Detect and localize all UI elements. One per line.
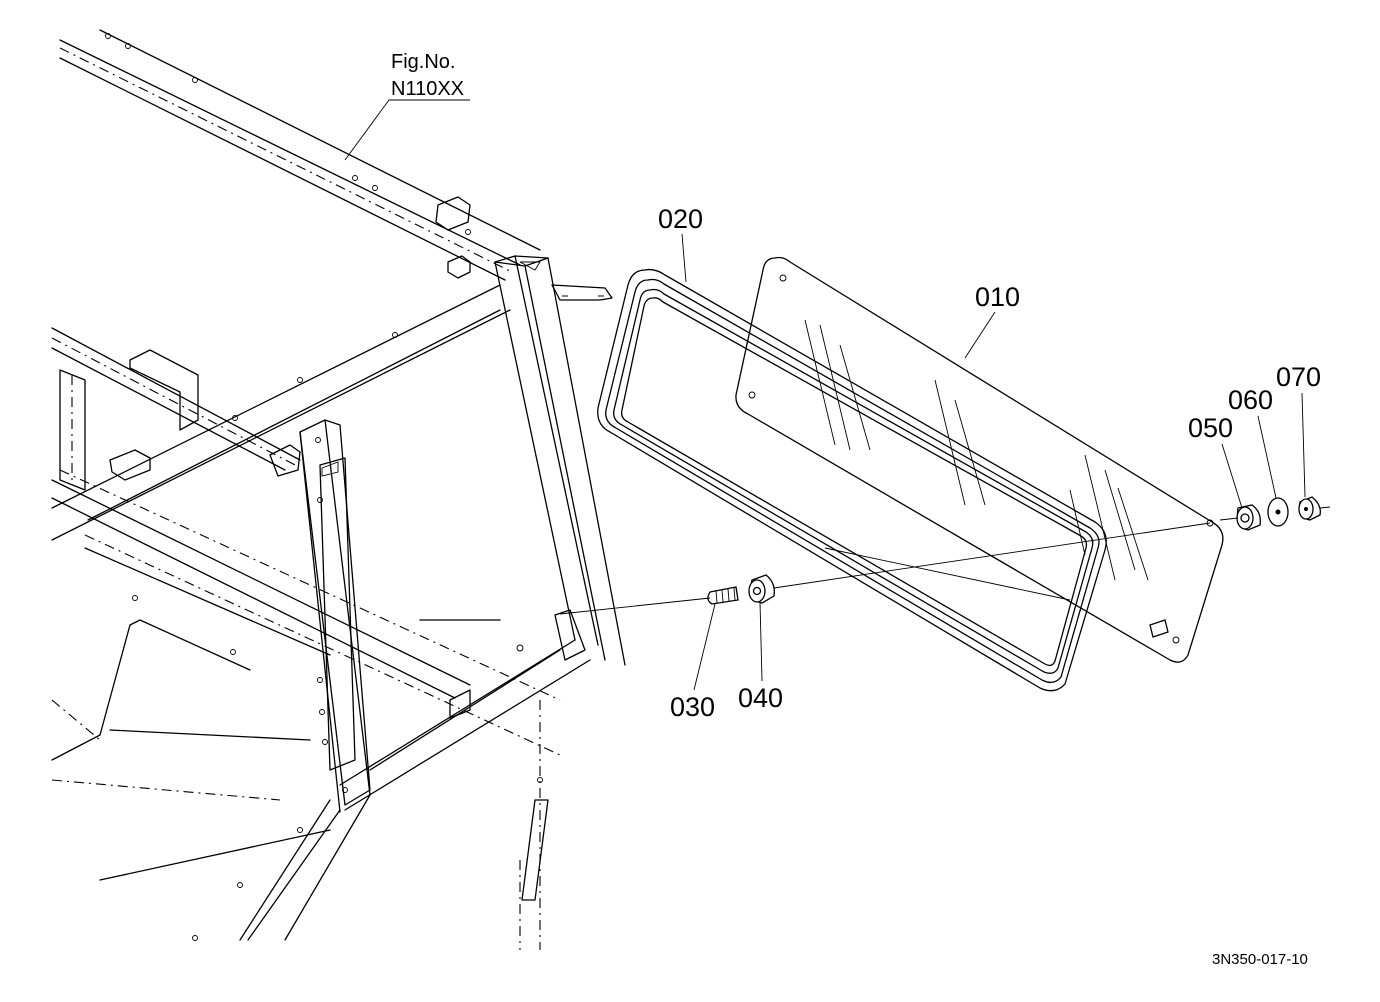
part-label-060: 060 [1228,385,1277,499]
window-glass-010 [735,256,1224,663]
leader-030 [693,603,716,691]
part-label-040: 040 [738,601,783,713]
part-number-050: 050 [1188,413,1233,443]
leader-010 [964,311,996,359]
leader-050 [1221,443,1243,509]
leader-040 [759,601,763,682]
washer-060 [1267,497,1289,527]
part-number-010: 010 [975,282,1020,312]
window-gasket-020 [597,268,1107,692]
nut-050 [1236,504,1261,531]
part-label-030: 030 [670,603,716,722]
part-number-060: 060 [1228,385,1273,415]
part-label-050: 050 [1188,413,1243,509]
part-number-040: 040 [738,683,783,713]
figure-ref-number: N110XX [391,78,464,100]
stud-bolt-030 [707,586,739,605]
figure-reference: Fig.No. N110XX [344,51,470,161]
part-number-020: 020 [658,204,703,234]
part-label-010: 010 [964,282,1020,359]
assembly-lines [559,506,1331,615]
leader-060 [1257,415,1277,499]
part-number-070: 070 [1276,362,1321,392]
part-label-070: 070 [1276,362,1321,498]
figure-ref-label: Fig.No. [391,51,455,73]
nut-040 [748,574,775,604]
leader-020 [681,233,687,283]
drawing-code: 3N350-017-10 [1212,951,1308,968]
part-label-020: 020 [658,204,703,283]
part-number-030: 030 [670,692,715,722]
cab-frame [51,29,626,950]
cap-nut-070 [1298,496,1321,521]
leader-070 [1301,392,1306,498]
figure-ref-leader [344,99,390,161]
